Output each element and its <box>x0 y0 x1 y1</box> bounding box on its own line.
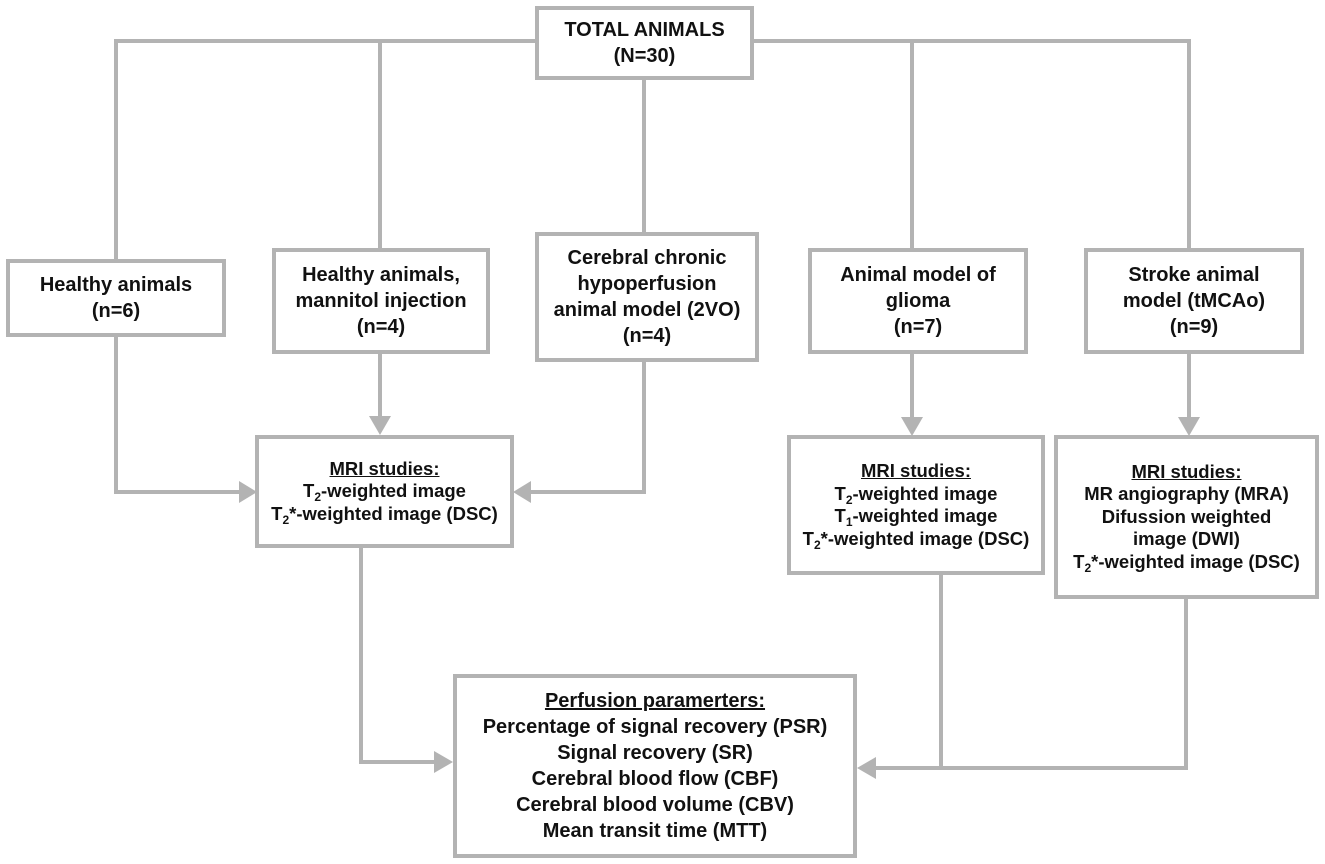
hypoperfusion-label-2: hypoperfusion <box>577 273 717 295</box>
glioma-box: Animal model of glioma (n=7) <box>808 248 1028 354</box>
mri-a-item: T2-weighted image <box>303 480 466 505</box>
glioma-count: (n=7) <box>893 316 943 338</box>
connector-mri-a-perfusion <box>359 546 434 764</box>
connector-mri-c-perfusion <box>875 598 1188 770</box>
hypoperfusion-label-1: Cerebral chronic <box>567 247 727 269</box>
mri-c-item: image (DWI) <box>1133 528 1240 550</box>
mri-b-item: T1-weighted image <box>834 505 998 530</box>
arrowhead-mri-b-top <box>901 417 923 436</box>
mri-c-item: T2*-weighted image (DSC) <box>1073 550 1300 575</box>
total-count: (N=30) <box>613 45 676 67</box>
stroke-label-2: model (tMCAo) <box>1122 290 1266 312</box>
mannitol-count: (n=4) <box>356 316 406 338</box>
perfusion-item: Cerebral blood volume (CBV) <box>516 794 794 816</box>
mri-c-item: MR angiography (MRA) <box>1084 483 1289 505</box>
mri-c-item: Difussion weighted <box>1101 505 1272 527</box>
arrowhead-perfusion-right <box>857 757 876 779</box>
mri-b-heading: MRI studies: <box>861 460 971 481</box>
stroke-box: Stroke animal model (tMCAo) (n=9) <box>1084 248 1304 354</box>
arrowhead-mri-c-top <box>1178 417 1200 436</box>
arrowhead-mri-a-right <box>513 481 531 503</box>
mri-a-item: T2*-weighted image (DSC) <box>271 502 498 527</box>
total-title: TOTAL ANIMALS <box>564 19 725 41</box>
mri-studies-box-c: MRI studies: MR angiography (MRA) Difuss… <box>1054 435 1319 599</box>
connector-total-left <box>114 39 537 261</box>
mri-c-heading: MRI studies: <box>1131 460 1242 482</box>
mri-a-heading: MRI studies: <box>329 457 440 479</box>
mri-studies-box-a: MRI studies: T2-weighted image T2*-weigh… <box>255 435 514 548</box>
perfusion-parameters-box: Perfusion paramerters: Percentage of sig… <box>453 674 857 858</box>
perfusion-item: Signal recovery (SR) <box>557 742 753 764</box>
arrowhead-mri-a-left <box>239 481 257 503</box>
glioma-label-1: Animal model of <box>840 264 996 286</box>
stroke-label-1: Stroke animal <box>1128 264 1260 286</box>
perfusion-heading: Perfusion paramerters: <box>544 690 766 712</box>
mannitol-label-1: Healthy animals, <box>302 264 460 286</box>
glioma-label-2: glioma <box>885 290 951 312</box>
arrowhead-mri-a-top <box>369 416 391 435</box>
perfusion-item: Cerebral blood flow (CBF) <box>531 768 779 790</box>
connector-healthy-mri <box>114 335 244 494</box>
hypoperfusion-count: (n=4) <box>622 325 672 347</box>
hypoperfusion-box: Cerebral chronic hypoperfusion animal mo… <box>535 232 759 362</box>
arrowhead-perfusion-left <box>434 751 453 773</box>
mri-b-item: T2-weighted image <box>834 482 998 507</box>
connector-hypoperfusion-mri <box>530 360 646 494</box>
perfusion-item: Mean transit time (MTT) <box>542 820 768 842</box>
total-animals-box: TOTAL ANIMALS (N=30) <box>535 6 754 80</box>
healthy-label: Healthy animals <box>39 274 193 296</box>
mri-studies-box-b: MRI studies: T2-weighted image T1-weight… <box>787 435 1045 575</box>
mannitol-label-2: mannitol injection <box>295 290 467 312</box>
connector-total-right <box>752 39 1191 248</box>
stroke-count: (n=9) <box>1169 316 1219 338</box>
hypoperfusion-label-3: animal model (2VO) <box>553 299 741 321</box>
mannitol-box: Healthy animals, mannitol injection (n=4… <box>272 248 490 354</box>
mri-b-item: T2*-weighted image (DSC) <box>802 527 1030 552</box>
perfusion-item: Percentage of signal recovery (PSR) <box>482 716 828 738</box>
healthy-animals-box: Healthy animals (n=6) <box>6 259 226 337</box>
healthy-count: (n=6) <box>91 300 141 322</box>
